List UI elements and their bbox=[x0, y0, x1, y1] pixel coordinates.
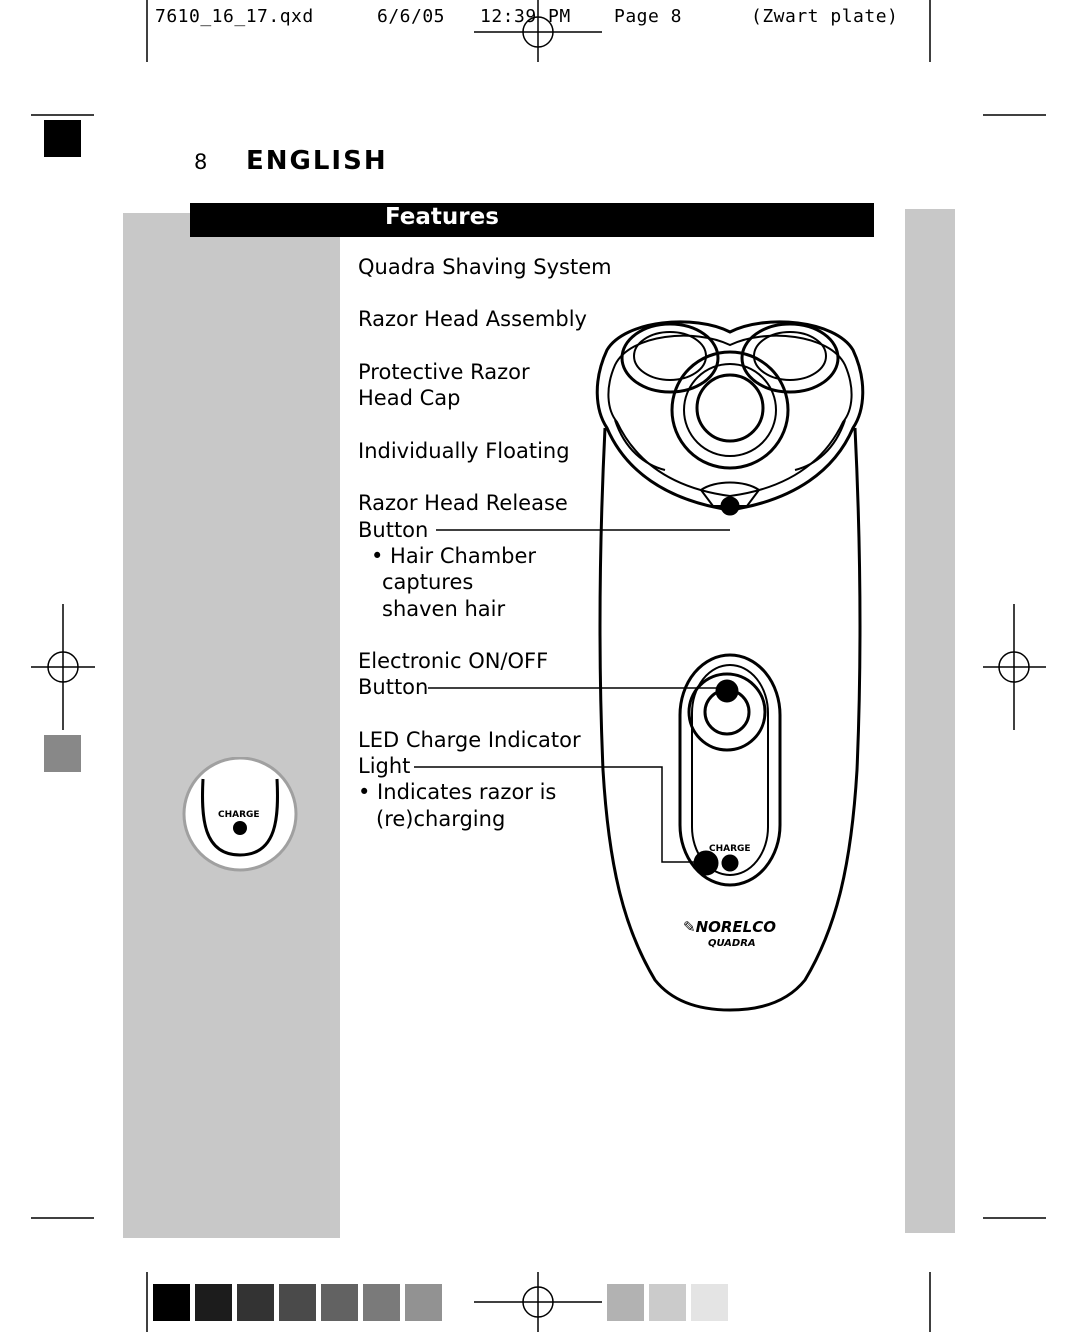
label-indicates-1: • Indicates razor is bbox=[358, 780, 557, 804]
slug-file: 7610_16_17.qxd bbox=[155, 6, 314, 27]
label-protective-cap-1: Protective Razor bbox=[358, 360, 530, 384]
model-name: QUADRA bbox=[708, 938, 756, 949]
slug-page: Page 8 bbox=[614, 6, 683, 27]
label-release-button-1: Razor Head Release bbox=[358, 491, 568, 515]
label-indicates-2: (re)charging bbox=[376, 807, 506, 831]
label-protective-cap-2: Head Cap bbox=[358, 386, 461, 410]
inset-charge-label: CHARGE bbox=[218, 810, 260, 820]
label-hair-chamber-3: shaven hair bbox=[382, 597, 506, 621]
registration-square-grey bbox=[44, 735, 81, 772]
color-bar-swatch bbox=[153, 1284, 190, 1321]
section-title: ENGLISH bbox=[246, 146, 388, 176]
charge-inset bbox=[182, 757, 298, 872]
color-bar-swatch bbox=[195, 1284, 232, 1321]
label-led-1: LED Charge Indicator bbox=[358, 728, 581, 752]
color-bar-swatch bbox=[363, 1284, 400, 1321]
color-bar-swatch bbox=[405, 1284, 442, 1321]
color-bar-swatch bbox=[691, 1284, 728, 1321]
features-heading: Features bbox=[385, 204, 499, 230]
color-bar-swatch bbox=[321, 1284, 358, 1321]
color-bar-swatch bbox=[607, 1284, 644, 1321]
slug-line: 7610_16_17.qxd 6/6/05 12:39 PM Page 8 (Z… bbox=[155, 6, 898, 132]
charge-led-icon bbox=[233, 821, 247, 835]
slug-plate: (Zwart plate) bbox=[751, 6, 899, 27]
label-hair-chamber-1: • Hair Chamber bbox=[371, 544, 537, 568]
features-heading-bar: Features bbox=[190, 203, 874, 237]
brand-logo: ✎NORELCO bbox=[683, 918, 776, 936]
page-number: 8 bbox=[194, 150, 208, 174]
slug-date: 6/6/05 bbox=[377, 6, 446, 27]
registration-square-black bbox=[44, 120, 81, 157]
brand-logo-icon: ✎ bbox=[683, 918, 696, 936]
color-bar-swatch bbox=[279, 1284, 316, 1321]
label-razor-head-assembly: Razor Head Assembly bbox=[358, 307, 587, 331]
color-bar-swatch bbox=[649, 1284, 686, 1321]
label-onoff-1: Electronic ON/OFF bbox=[358, 649, 549, 673]
color-bar-swatch bbox=[237, 1284, 274, 1321]
label-individually-floating: Individually Floating bbox=[358, 439, 570, 463]
right-side-panel bbox=[905, 209, 955, 1233]
slug-time: 12:39 PM bbox=[480, 6, 571, 27]
shaver-charge-label: CHARGE bbox=[709, 844, 751, 854]
left-side-panel bbox=[123, 213, 340, 1238]
label-led-2: Light bbox=[358, 754, 411, 778]
label-release-button-2: Button bbox=[358, 518, 429, 542]
label-quadra-shaving-system: Quadra Shaving System bbox=[358, 255, 612, 279]
label-onoff-2: Button bbox=[358, 675, 429, 699]
shaver-illustration bbox=[595, 320, 865, 1012]
brand-name: NORELCO bbox=[695, 918, 776, 936]
label-hair-chamber-2: captures bbox=[382, 570, 474, 594]
